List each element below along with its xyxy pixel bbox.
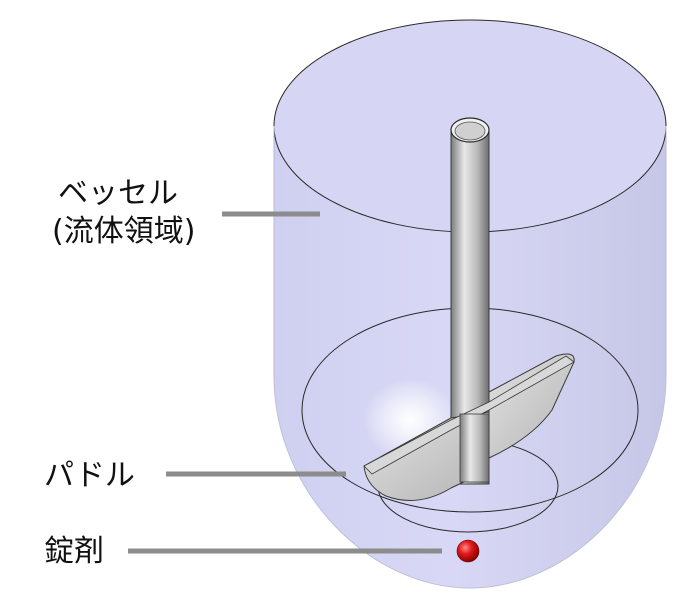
paddle-label: パドル [44, 458, 135, 493]
paddle-blade-left [363, 411, 490, 501]
vessel-label: ベッセル [58, 176, 178, 211]
fluid-domain-label: (流体領域) [52, 214, 196, 249]
tablet-label: 錠剤 [44, 534, 104, 569]
paddle-blade-right [488, 353, 575, 459]
paddle-hub [459, 413, 490, 483]
shaft-top-inner [454, 121, 486, 141]
tablet-sphere-icon [456, 539, 480, 563]
